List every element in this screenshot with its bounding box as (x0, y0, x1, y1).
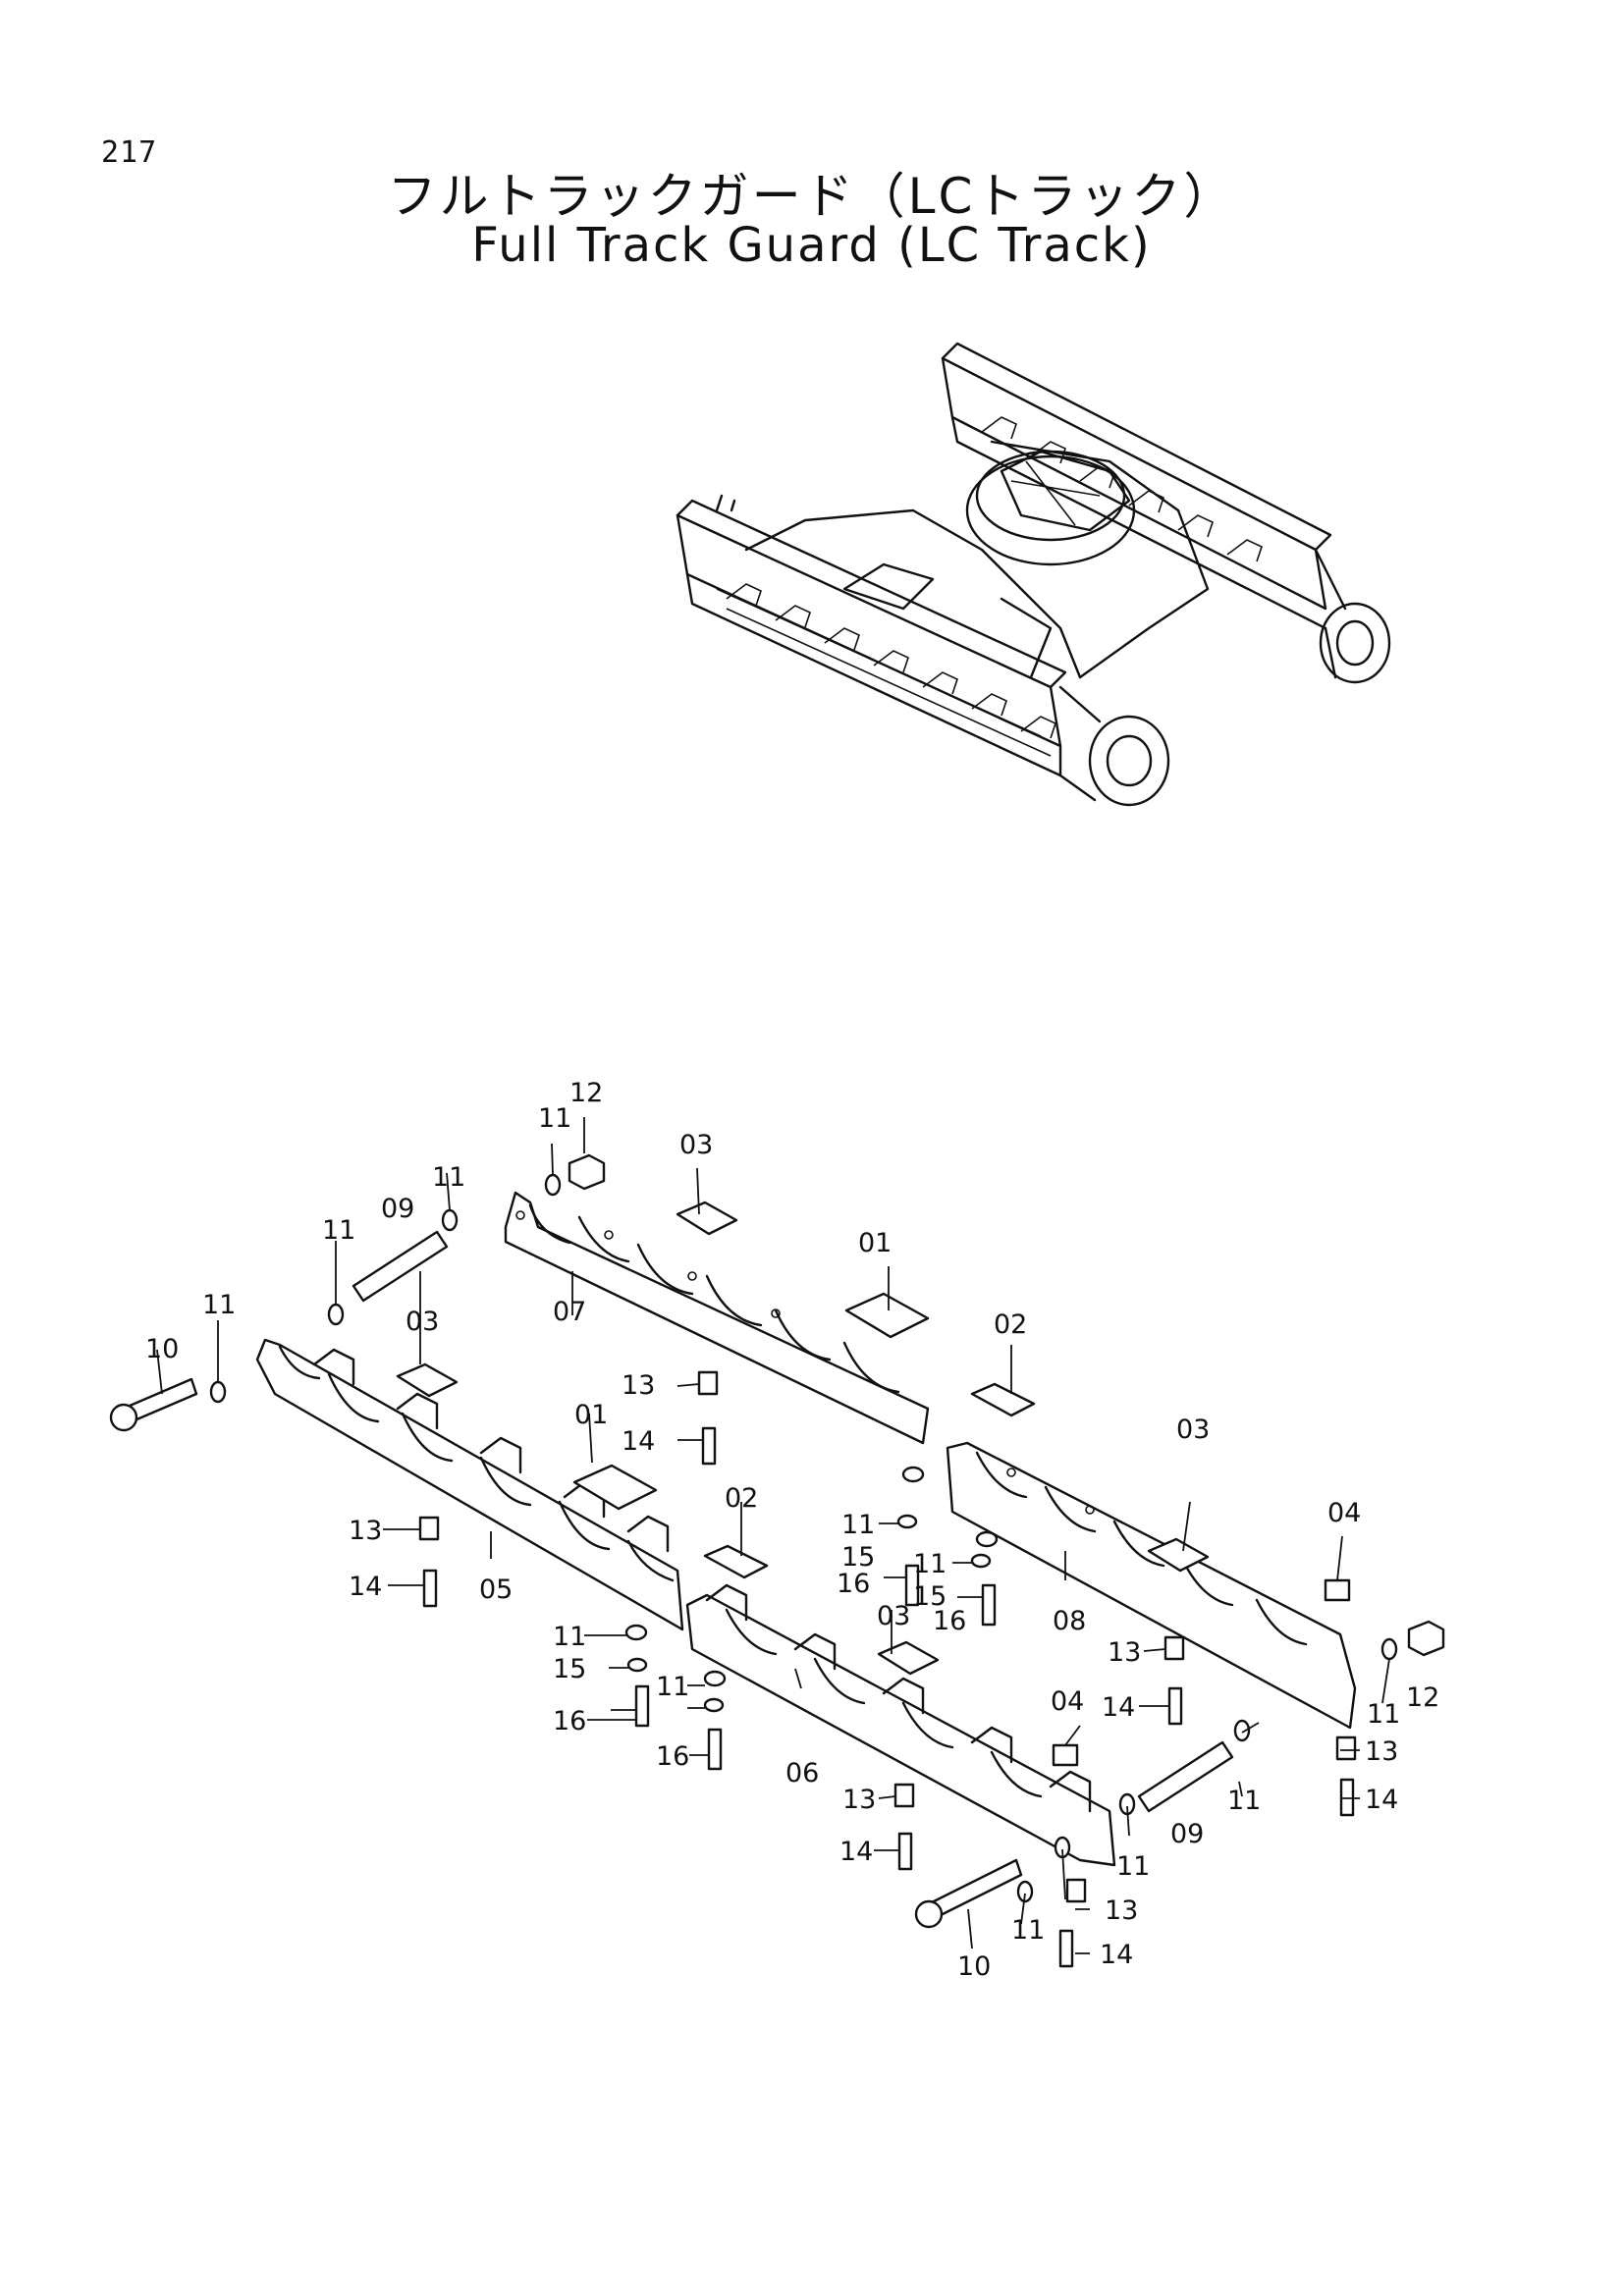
callout-15-3: 15 (553, 1654, 586, 1684)
callout-14-1: 14 (622, 1426, 655, 1457)
callout-14-6: 14 (1100, 1940, 1133, 1970)
callout-15-2: 15 (913, 1581, 947, 1612)
pins-and-bolts (109, 1230, 1234, 1929)
callout-12-right: 12 (1406, 1682, 1439, 1713)
callout-13-1: 13 (622, 1370, 655, 1401)
guard-08 (946, 1441, 1357, 1730)
callout-11-11: 11 (1116, 1851, 1150, 1882)
callout-14-3: 14 (1102, 1692, 1135, 1723)
page-number: 217 (101, 135, 158, 170)
callout-16-2: 16 (933, 1606, 966, 1636)
callout-11-4: 11 (538, 1103, 571, 1134)
callout-11-6: 11 (913, 1549, 947, 1579)
callout-14-5: 14 (839, 1837, 873, 1867)
callout-11-9: 11 (1367, 1699, 1400, 1730)
callout-13-5: 13 (842, 1785, 876, 1815)
callout-03-right: 03 (1176, 1415, 1210, 1445)
callout-11-2: 11 (322, 1215, 355, 1246)
callout-13-6: 13 (1105, 1896, 1138, 1926)
callout-09-left: 09 (381, 1194, 414, 1224)
callout-03-top: 03 (679, 1130, 713, 1160)
callout-08: 08 (1053, 1606, 1086, 1636)
callout-12-top: 12 (569, 1078, 603, 1108)
callout-11-10: 11 (1227, 1786, 1261, 1816)
callout-11-8: 11 (656, 1672, 689, 1702)
page-title-japanese: フルトラックガード（LCトラック） (387, 168, 1236, 225)
callout-16-4: 16 (656, 1741, 689, 1772)
plates (396, 1201, 1351, 1767)
washers-and-nuts (209, 1153, 1445, 1903)
callout-11-1: 11 (202, 1290, 236, 1320)
callout-01-lower: 01 (574, 1400, 608, 1430)
callout-14-4: 14 (1365, 1785, 1398, 1815)
callout-07: 07 (553, 1297, 586, 1327)
guard-05 (255, 1338, 684, 1631)
callout-16-1: 16 (837, 1569, 870, 1599)
callout-09-right: 09 (1170, 1819, 1204, 1849)
callout-02-lower: 02 (725, 1483, 758, 1514)
callout-11-12: 11 (1011, 1915, 1045, 1946)
guard-06 (685, 1583, 1116, 1867)
callout-04-right: 04 (1327, 1498, 1361, 1528)
leader-lines (156, 1117, 1390, 1954)
callout-05: 05 (479, 1575, 513, 1605)
callout-13-4: 13 (1365, 1736, 1398, 1767)
callout-11-5: 11 (841, 1510, 875, 1540)
track-frame-drawing (676, 342, 1391, 807)
page-title-english: Full Track Guard (LC Track) (471, 218, 1152, 273)
callout-16-3: 16 (553, 1706, 586, 1736)
callout-02-upper: 02 (994, 1309, 1027, 1340)
callout-03-left: 03 (406, 1307, 439, 1337)
callout-01-upper: 01 (858, 1228, 892, 1258)
callout-11-7: 11 (553, 1622, 586, 1652)
callout-10-right: 10 (957, 1951, 991, 1982)
guard-07 (504, 1191, 930, 1445)
callout-11-3: 11 (432, 1162, 465, 1193)
callout-14-2: 14 (349, 1572, 382, 1602)
callout-10-left: 10 (145, 1334, 179, 1364)
callout-03-lower: 03 (877, 1601, 910, 1631)
callout-04-lower: 04 (1051, 1686, 1084, 1717)
callout-15-1: 15 (841, 1542, 875, 1573)
callout-labels: 10 11 11 09 11 11 12 03 07 01 02 03 01 0… (145, 1078, 1439, 1982)
callout-13-2: 13 (349, 1516, 382, 1546)
callout-13-3: 13 (1108, 1637, 1141, 1668)
callout-06: 06 (785, 1758, 819, 1789)
fasteners (418, 1370, 1357, 1968)
